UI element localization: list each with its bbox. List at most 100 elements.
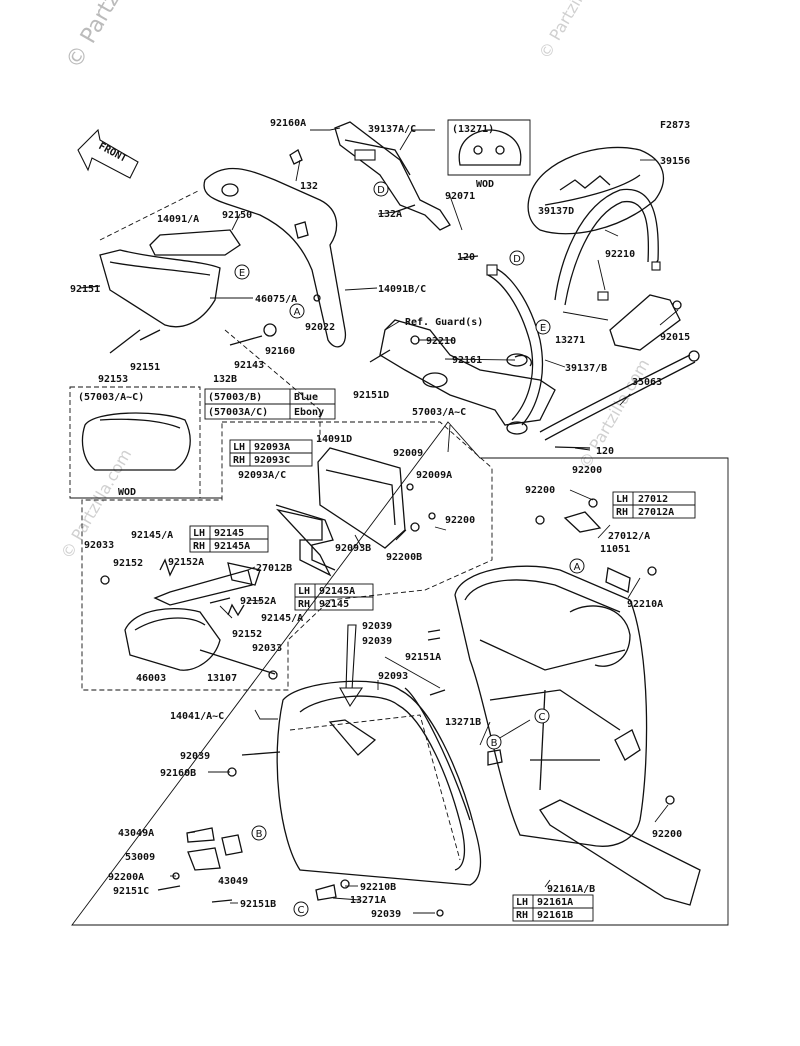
svg-text:A: A (294, 307, 301, 318)
svg-text:E: E (540, 323, 546, 334)
backrest-frame-39137d (554, 188, 661, 306)
svg-text:D: D (377, 185, 385, 196)
figure-code: F2873 (660, 120, 690, 131)
callout-d-2 (509, 250, 525, 266)
bolts (79, 204, 682, 449)
svg-text:(57003A/C): (57003A/C) (208, 407, 268, 418)
label-wod-2: WOD (118, 487, 136, 498)
label-92143: 92143 (234, 360, 264, 371)
leader-dash-2 (224, 329, 321, 440)
lr-table-92145-a: LH 92145 RH 92145A (189, 525, 269, 553)
label-35063: 35063 (632, 377, 662, 388)
cover-46075a (99, 229, 241, 328)
label-13271-box: (13271) (452, 124, 494, 135)
label-14041ac: 14041/A~C (170, 711, 224, 722)
svg-text:Ebony: Ebony (294, 407, 324, 418)
svg-text:27012: 27012 (638, 494, 668, 505)
label-92039-d: 92039 (371, 909, 401, 920)
label-92039-b: 92039 (362, 636, 392, 647)
watermarks: © Partzilla.com © Partzilla.com © Partzi… (57, 0, 653, 562)
label-39137ac: 39137A/C (368, 124, 416, 135)
callout-a-1 (289, 303, 305, 319)
color-table (204, 388, 336, 420)
callout-b-2 (251, 825, 267, 841)
label-92200-c: 92200 (445, 515, 475, 526)
label-92200b: 92200B (386, 552, 422, 563)
label-13271: 13271 (555, 335, 585, 346)
part-labels: 92160A 39137A/C (13271) WOD 39156 132 92… (70, 118, 690, 920)
gasket-92093ac (276, 508, 332, 577)
label-92009: 92009 (393, 448, 423, 459)
label-92151-a: 92151 (70, 284, 100, 295)
callout-a-2 (569, 558, 585, 574)
inner-panel-dash (81, 421, 493, 691)
callout-c-1 (534, 708, 550, 724)
leader-lines (170, 127, 679, 914)
label-13107: 13107 (207, 673, 237, 684)
label-wod-1: WOD (476, 179, 494, 190)
label-92071: 92071 (445, 191, 475, 202)
label-92093b: 92093B (335, 543, 371, 554)
label-39156: 39156 (660, 156, 690, 167)
svg-text:C: C (298, 905, 305, 916)
callout-b-1 (486, 734, 502, 750)
label-92151-b: 92151 (130, 362, 160, 373)
callout-c-2 (293, 901, 309, 917)
label-39137b: 39137/B (565, 363, 607, 374)
svg-text:92093A: 92093A (254, 442, 290, 453)
svg-text:RH: RH (616, 507, 628, 518)
watermark-top-left: © Partzilla.com (62, 0, 169, 73)
label-92153: 92153 (98, 374, 128, 385)
label-27012b: 27012B (256, 563, 292, 574)
label-14091bc: 14091B/C (378, 284, 426, 295)
watermark-top-right: © Partzilla.com (535, 0, 613, 62)
label-53009: 53009 (125, 852, 155, 863)
svg-text:LH: LH (516, 897, 528, 908)
label-92033-b: 92033 (252, 643, 282, 654)
svg-text:LH: LH (193, 528, 205, 539)
label-92160b: 92160B (160, 768, 196, 779)
label-92210b: 92210B (360, 882, 396, 893)
label-92145a: 92145/A (131, 530, 173, 541)
outer-boundary (71, 421, 729, 926)
svg-text:RH: RH (516, 910, 528, 921)
label-92152-a: 92152 (113, 558, 143, 569)
label-92033-a: 92033 (84, 540, 114, 551)
label-92200-d: 92200 (652, 829, 682, 840)
svg-text:D: D (513, 254, 521, 265)
label-92200a: 92200A (108, 872, 144, 883)
svg-text:A: A (574, 562, 581, 573)
svg-text:27012A: 27012A (638, 507, 674, 518)
label-92161ab: 92161A/B (547, 884, 595, 895)
label-ref-guard: Ref. Guard(s) (405, 317, 483, 328)
svg-text:B: B (491, 738, 498, 749)
svg-text:B: B (256, 829, 263, 840)
label-46075a: 46075/A (255, 294, 297, 305)
bracket-27012a (563, 511, 602, 533)
bottom-plate-92161ab (539, 799, 701, 906)
label-92152-b: 92152 (232, 629, 262, 640)
label-57003ac: 57003/A~C (412, 407, 466, 418)
label-92009a: 92009A (416, 470, 452, 481)
backrest-39156 (527, 146, 664, 235)
inset-57003-box (69, 386, 201, 499)
svg-text:(57003/B): (57003/B) (208, 392, 262, 403)
svg-text:LH: LH (233, 442, 245, 453)
tube-39137b (486, 264, 544, 426)
plate-13271 (609, 294, 681, 351)
lr-table-92093: LH 92093A RH 92093C (229, 439, 313, 467)
label-120-a: 120 (457, 252, 475, 263)
lr-table-27012: LH 27012 RH 27012A (612, 491, 696, 519)
label-132: 132 (300, 181, 318, 192)
svg-text:RH: RH (193, 541, 205, 552)
lr-table-92161: LH 92161A RH 92161B (512, 894, 594, 922)
label-92200-b: 92200 (525, 485, 555, 496)
label-92093: 92093 (378, 671, 408, 682)
label-92152a-b: 92152A (240, 596, 276, 607)
inset-13271 (447, 119, 531, 176)
svg-text:C: C (539, 712, 546, 723)
saddlebag-shell-14041 (276, 680, 482, 886)
label-92145a-b: 92145/A (261, 613, 303, 624)
